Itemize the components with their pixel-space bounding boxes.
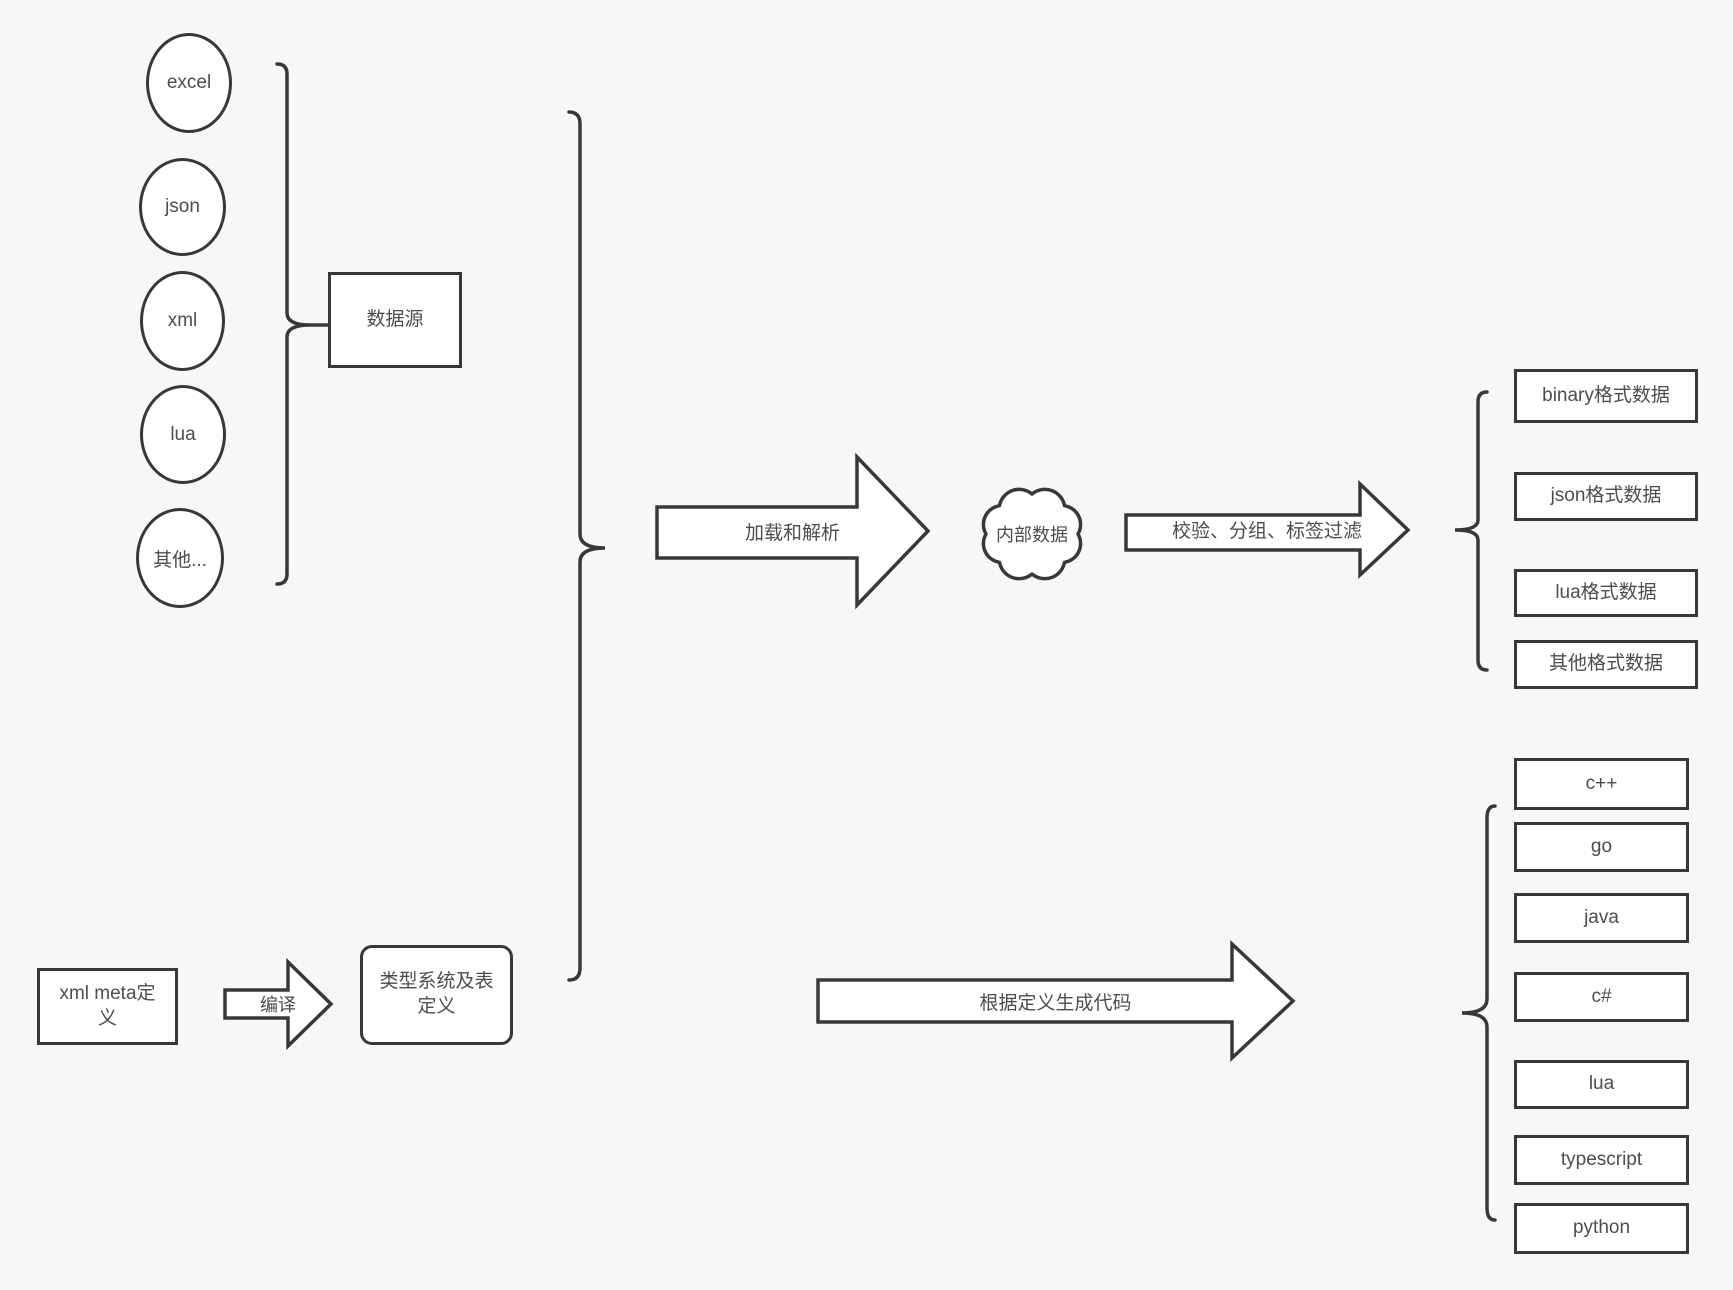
type-system-box: 类型系统及表定义: [360, 945, 513, 1045]
format-box-other: 其他格式数据: [1514, 640, 1698, 689]
compile-arrow: [223, 957, 334, 1051]
internal-data-cloud-shape: [981, 487, 1083, 581]
language-box-csharp: c#: [1514, 972, 1689, 1022]
xml-meta-box: xml meta定义: [37, 968, 178, 1045]
brace-format-outputs-path: [1454, 390, 1489, 672]
brace-main-inputs: [567, 110, 606, 982]
compile-arrow-shape: [223, 957, 334, 1051]
brace-format-outputs: [1454, 390, 1489, 672]
language-box-go: go: [1514, 822, 1689, 872]
load-parse-arrow: [655, 452, 931, 610]
brace-main-inputs-path: [567, 110, 606, 982]
source-ellipse-lua: lua: [140, 385, 226, 484]
internal-data-cloud: [981, 487, 1083, 581]
source-ellipse-json: json: [139, 158, 226, 256]
language-box-java: java: [1514, 893, 1689, 943]
source-ellipse-excel: excel: [146, 33, 232, 133]
internal-data-cloud-label: 内部数据: [996, 525, 1068, 545]
filter-arrow-shape: [1124, 479, 1411, 580]
source-ellipse-xml: xml: [140, 271, 225, 371]
brace-languages-path: [1461, 804, 1497, 1222]
filter-arrow: [1124, 479, 1411, 580]
language-box-typescript: typescript: [1514, 1135, 1689, 1185]
format-box-json: json格式数据: [1514, 472, 1698, 521]
language-box-cpp: c++: [1514, 758, 1689, 810]
source-ellipse-other: 其他...: [136, 508, 224, 608]
load-parse-arrow-shape: [655, 452, 931, 610]
format-box-lua: lua格式数据: [1514, 569, 1698, 617]
codegen-arrow: [816, 939, 1296, 1063]
language-box-lua: lua: [1514, 1060, 1689, 1109]
brace-languages: [1461, 804, 1497, 1222]
data-source-box: 数据源: [328, 272, 462, 368]
codegen-arrow-shape: [816, 939, 1296, 1063]
format-box-binary: binary格式数据: [1514, 369, 1698, 423]
language-box-python: python: [1514, 1203, 1689, 1254]
brace-data-sources: [275, 62, 330, 586]
brace-data-sources-path: [275, 62, 330, 586]
